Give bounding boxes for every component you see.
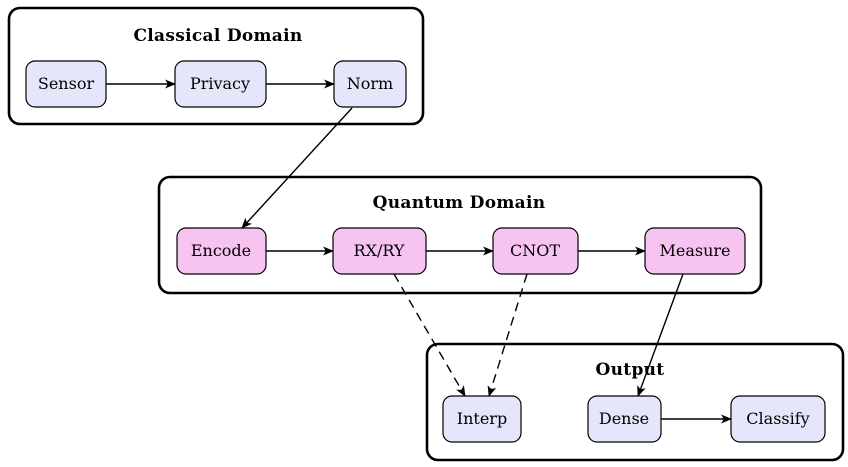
node-encode: Encode xyxy=(176,227,267,275)
node-classify-box xyxy=(730,395,826,443)
node-dense-label: Dense xyxy=(599,409,649,428)
node-norm-label: Norm xyxy=(347,74,393,93)
edge-measure-dense xyxy=(637,273,684,397)
node-sensor-label: Sensor xyxy=(38,74,95,93)
node-cnot-label: CNOT xyxy=(510,241,560,260)
node-measure: Measure xyxy=(644,227,746,275)
node-rxry: RX/RY xyxy=(332,227,427,275)
group-output-title: Output xyxy=(596,360,665,380)
node-privacy: Privacy xyxy=(174,60,267,108)
edges xyxy=(106,79,732,424)
node-norm: Norm xyxy=(333,60,407,108)
node-privacy-box xyxy=(174,60,267,108)
node-encode-label: Encode xyxy=(191,241,251,260)
node-encode-box xyxy=(176,227,267,275)
node-dense-box xyxy=(587,395,662,443)
group-quantum-title: Quantum Domain xyxy=(373,193,546,213)
node-sensor: Sensor xyxy=(25,60,107,108)
node-cnot-box xyxy=(492,227,579,275)
node-sensor-box xyxy=(25,60,107,108)
group-quantum-box xyxy=(157,175,763,295)
node-rxry-box xyxy=(332,227,427,275)
node-privacy-label: Privacy xyxy=(190,74,250,93)
node-classify: Classify xyxy=(730,395,826,443)
node-dense: Dense xyxy=(587,395,662,443)
node-interp-box xyxy=(442,395,522,443)
node-measure-label: Measure xyxy=(659,241,730,260)
group-quantum: Quantum Domain xyxy=(157,175,763,295)
group-classical-title: Classical Domain xyxy=(133,26,302,46)
node-cnot: CNOT xyxy=(492,227,579,275)
node-measure-box xyxy=(644,227,746,275)
node-rxry-label: RX/RY xyxy=(354,241,405,260)
node-classify-label: Classify xyxy=(746,409,809,428)
edge-norm-encode xyxy=(241,107,353,229)
node-interp-label: Interp xyxy=(457,409,507,428)
node-norm-box xyxy=(333,60,407,108)
edge-cnot-interp xyxy=(487,273,528,397)
node-interp: Interp xyxy=(442,395,522,443)
edge-rxry-interp xyxy=(393,273,466,397)
